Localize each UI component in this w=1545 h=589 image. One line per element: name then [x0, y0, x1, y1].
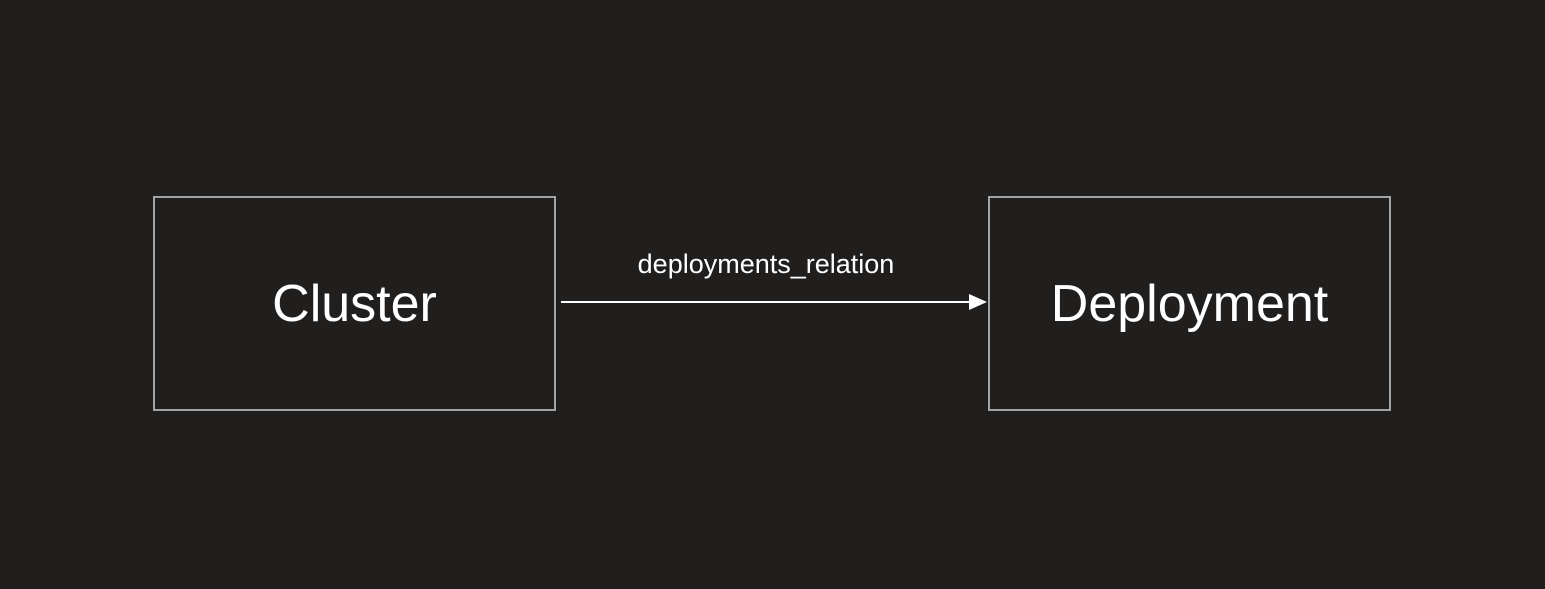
node-cluster[interactable]: Cluster	[153, 196, 556, 411]
node-deployment-label: Deployment	[1050, 274, 1329, 333]
node-cluster-label: Cluster	[272, 274, 437, 333]
edge-arrowhead-icon	[969, 294, 987, 310]
edge-label: deployments_relation	[637, 249, 895, 279]
node-deployment[interactable]: Deployment	[988, 196, 1391, 411]
edge-arrow-line[interactable]	[561, 301, 971, 303]
